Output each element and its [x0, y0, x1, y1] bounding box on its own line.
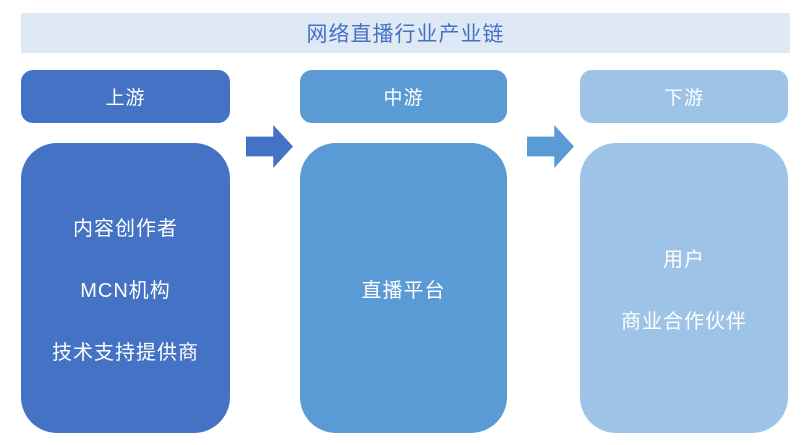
diagram-title-bar: 网络直播行业产业链	[21, 13, 790, 53]
header-midstream: 中游	[300, 70, 507, 123]
box-downstream: 用户 商业合作伙伴	[580, 143, 788, 433]
header-downstream-label: 下游	[663, 88, 704, 109]
right-arrow-icon	[527, 125, 574, 168]
header-midstream-label: 中游	[383, 88, 424, 109]
upstream-item-tech-support-providers: 技术支持提供商	[52, 341, 199, 364]
diagram-title: 网络直播行业产业链	[306, 23, 505, 46]
midstream-item-live-platforms: 直播平台	[361, 279, 446, 302]
header-upstream: 上游	[21, 70, 230, 123]
downstream-item-users: 用户	[663, 248, 705, 271]
header-downstream: 下游	[580, 70, 788, 123]
box-midstream: 直播平台	[300, 143, 507, 433]
box-upstream: 内容创作者 MCN机构 技术支持提供商	[21, 143, 230, 433]
header-upstream-label: 上游	[105, 88, 146, 109]
upstream-item-mcn-agencies: MCN机构	[80, 279, 171, 302]
right-arrow-icon	[246, 125, 293, 168]
downstream-item-business-partners: 商业合作伙伴	[621, 310, 747, 333]
upstream-item-content-creators: 内容创作者	[73, 217, 178, 240]
